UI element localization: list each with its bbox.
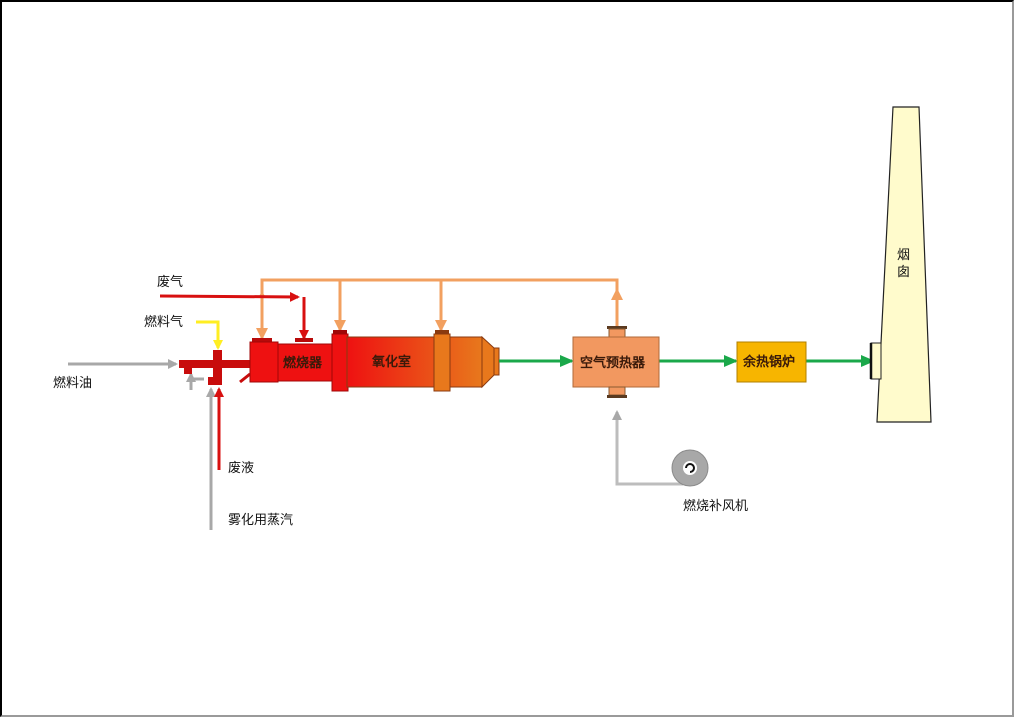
- waste-gas-label: 废气: [157, 274, 183, 290]
- fuel-oil-label: 燃料油: [53, 375, 92, 391]
- oxidation-chamber: [331, 330, 500, 392]
- combustion-fan-label: 燃烧补风机: [683, 498, 748, 514]
- waste-heat-boiler-label: 余热锅炉: [742, 354, 795, 370]
- combustion-fan-icon: [671, 449, 709, 487]
- waste-gas-line: [159, 291, 309, 340]
- fuel-gas-line: [196, 320, 223, 350]
- fuel-gas-label: 燃料气: [144, 314, 183, 330]
- combustion-air-header: [256, 278, 623, 340]
- atomizing-steam-label: 雾化用蒸汽: [228, 513, 293, 528]
- chimney-label-line2: 囱: [897, 265, 910, 280]
- burner-nozzle: [179, 350, 254, 385]
- oxidation-chamber-label: 氧化室: [371, 354, 411, 370]
- chimney-label-line1: 烟: [897, 248, 910, 263]
- chimney: [869, 106, 932, 423]
- air-preheater-label: 空气预热器: [580, 355, 646, 371]
- waste-heat-boiler: [736, 341, 807, 383]
- waste-liquid-label: 废液: [228, 460, 254, 476]
- burner-label: 燃烧器: [283, 355, 323, 371]
- atomizing-steam-line: [186, 372, 216, 530]
- air-preheater: [572, 326, 660, 398]
- combustion-air-line: [612, 410, 683, 486]
